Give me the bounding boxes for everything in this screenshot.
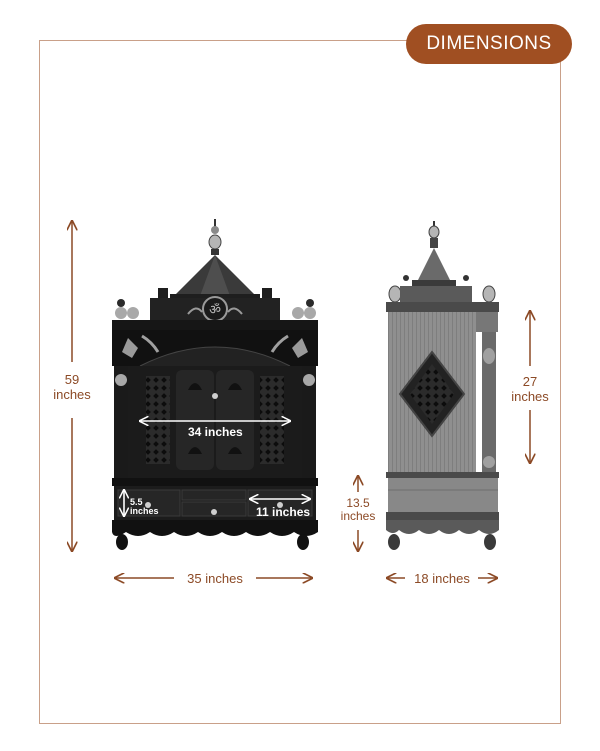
- svg-text:ॐ: ॐ: [209, 303, 221, 318]
- drawer-height-unit: inches: [130, 506, 159, 516]
- drawer-width-label: 11 inches: [256, 505, 311, 519]
- upper-height-value: 27: [522, 374, 538, 389]
- upper-height-unit: inches: [511, 389, 549, 404]
- dimensions-badge-label: DIMENSIONS: [426, 33, 552, 54]
- height-unit: inches: [53, 387, 91, 402]
- depth-label: 18 inches: [414, 571, 470, 586]
- front-width-label: 35 inches: [187, 571, 243, 586]
- base-height-value: 13.5: [346, 496, 370, 510]
- inner-width-label: 34 inches: [188, 425, 243, 439]
- base-height-label: 13.5 inches: [334, 497, 382, 523]
- content-frame: [39, 40, 561, 724]
- height-label: 59 inches: [42, 372, 102, 402]
- drawer-height-label: 5.5 inches: [130, 498, 159, 516]
- upper-height-label: 27 inches: [503, 374, 557, 404]
- dimensions-badge: DIMENSIONS: [406, 24, 572, 64]
- height-value: 59: [64, 372, 80, 387]
- temple-side-view: [386, 221, 499, 550]
- base-height-unit: inches: [340, 509, 376, 523]
- drawer-height-value: 5.5: [130, 497, 143, 507]
